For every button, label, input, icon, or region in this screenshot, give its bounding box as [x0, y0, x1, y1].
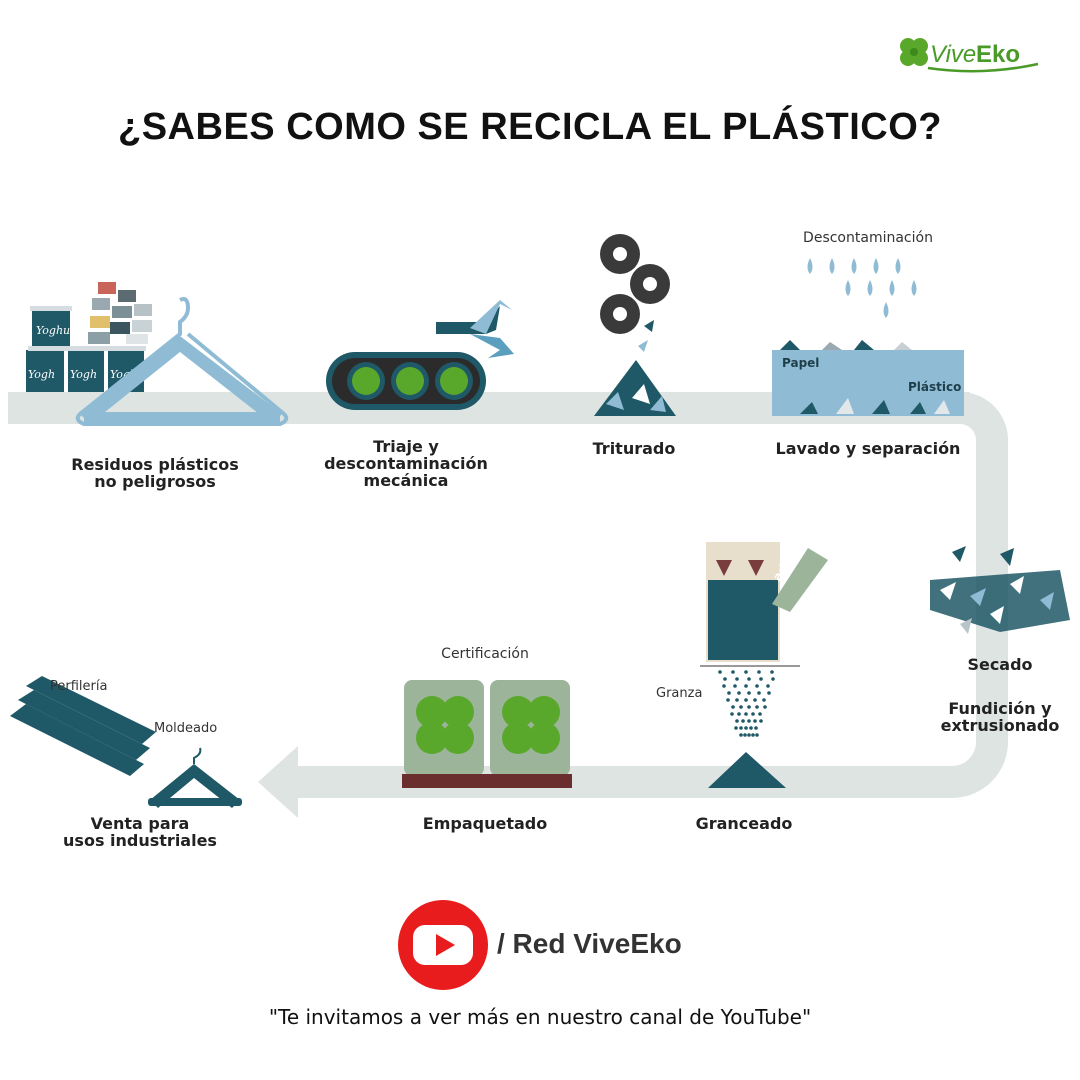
- pellet-dot: [718, 670, 722, 674]
- pellet-dot: [737, 691, 741, 695]
- rain-drops-icon: [807, 258, 917, 318]
- granza-label: Granza: [656, 686, 703, 701]
- pellet-dot: [727, 691, 731, 695]
- granza-pellets-icon: [718, 670, 775, 737]
- dried-flakes-icon: [930, 546, 1070, 634]
- step-granceado-label: Granceado: [695, 814, 793, 833]
- pellet-dot: [744, 684, 748, 688]
- pipes-icon: [10, 676, 156, 776]
- washing-tank-icon: [772, 340, 964, 416]
- pellet-dot: [730, 712, 734, 716]
- step-secado-label: Secado: [967, 655, 1033, 674]
- pellet-dot: [733, 684, 737, 688]
- pellet-dot: [759, 719, 763, 723]
- descontaminacion-label: Descontaminación: [803, 230, 933, 246]
- plastic-blocks-icon: [88, 282, 152, 344]
- pellet-dot: [741, 719, 745, 723]
- pellet-dot: [723, 677, 727, 681]
- pellet-dot: [749, 726, 753, 730]
- pellet-dot: [731, 670, 735, 674]
- small-hanger-icon: [148, 747, 242, 808]
- plastico-label: Plástico: [908, 380, 962, 394]
- moldeado-label: Moldeado: [154, 721, 218, 736]
- pellet-dot: [763, 705, 767, 709]
- papel-label: Papel: [782, 356, 820, 370]
- pellet-dot: [739, 733, 743, 737]
- pellet-dot: [767, 691, 771, 695]
- perfileria-label: Perfilería: [50, 679, 108, 694]
- pellet-dot: [747, 733, 751, 737]
- pellet-dot: [739, 705, 743, 709]
- pellet-dot: [758, 712, 762, 716]
- pellet-dot: [739, 726, 743, 730]
- pellet-dot: [735, 719, 739, 723]
- pellet-dot: [744, 698, 748, 702]
- logo-text-vive: Vive: [930, 41, 976, 68]
- svg-text:Yogh: Yogh: [70, 368, 97, 381]
- step-triturado-label: Triturado: [592, 439, 676, 458]
- gears-icon: [600, 234, 670, 334]
- pellet-dot: [735, 677, 739, 681]
- pellet-dot: [726, 698, 730, 702]
- pellet-dot: [755, 684, 759, 688]
- pellet-dot: [731, 705, 735, 709]
- certificacion-label: Certificación: [441, 646, 529, 662]
- pellet-dot: [722, 684, 726, 688]
- pellet-dot: [771, 677, 775, 681]
- pellet-dot: [747, 691, 751, 695]
- extruder-icon: [700, 542, 828, 667]
- shredded-plastic-icon: [594, 320, 676, 416]
- pellet-dot: [744, 670, 748, 674]
- pellet-dot: [753, 719, 757, 723]
- pellet-dot: [757, 670, 761, 674]
- hanger-icon: [75, 297, 289, 426]
- youtube-invite-text: "Te invitamos a ver más en nuestro canal…: [268, 1005, 812, 1029]
- step-venta-label: Venta para usos industriales: [63, 814, 217, 850]
- pellet-dot: [737, 712, 741, 716]
- step-triaje-label: Triaje y descontaminación mecánica: [324, 437, 488, 490]
- pellet-dot: [747, 705, 751, 709]
- pellet-dot: [753, 698, 757, 702]
- pellet-dot: [734, 726, 738, 730]
- pellet-dot: [770, 670, 774, 674]
- page-title: ¿SABES COMO SE RECICLA EL PLÁSTICO?: [118, 106, 942, 148]
- logo-text-eko: Eko: [976, 41, 1020, 68]
- svg-text:Yogh: Yogh: [28, 368, 55, 381]
- pellet-dot: [751, 733, 755, 737]
- pellet-dot: [747, 719, 751, 723]
- pellet-dot: [747, 677, 751, 681]
- pellet-dot: [759, 677, 763, 681]
- step-fundicion-label: Fundición y extrusionado: [940, 699, 1060, 735]
- pellet-dot: [735, 698, 739, 702]
- viveeko-logo: Vive Eko: [900, 38, 1039, 73]
- pellet-dot: [744, 712, 748, 716]
- clover-icon: [900, 38, 928, 66]
- youtube-icon[interactable]: [398, 900, 488, 990]
- pellet-dot: [755, 733, 759, 737]
- pellet-dot: [743, 733, 747, 737]
- pellet-pile-icon: [708, 752, 786, 788]
- pellet-dot: [757, 691, 761, 695]
- pellet-dot: [754, 726, 758, 730]
- step-lavado-label: Lavado y separación: [775, 439, 961, 458]
- yoghurt-label: Yoghu: [36, 324, 70, 337]
- pellet-dot: [744, 726, 748, 730]
- pellet-dot: [751, 712, 755, 716]
- step-empaquetado-label: Empaquetado: [422, 814, 548, 833]
- pellet-dot: [755, 705, 759, 709]
- conveyor-belt-icon: [326, 300, 514, 410]
- pellet-dot: [766, 684, 770, 688]
- step-residuos-label: Residuos plásticos no peligrosos: [71, 455, 239, 491]
- certified-bags-icon: [402, 680, 572, 788]
- youtube-channel-link[interactable]: / Red ViveEko: [497, 928, 682, 959]
- pellet-dot: [762, 698, 766, 702]
